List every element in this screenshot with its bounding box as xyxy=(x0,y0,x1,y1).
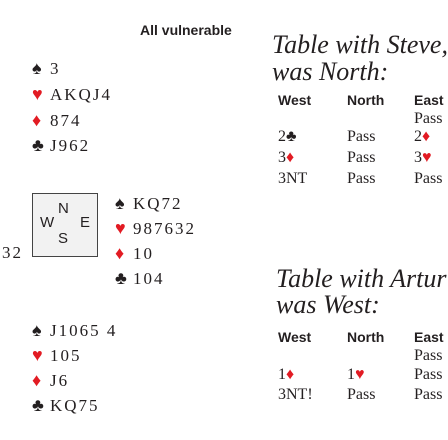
east-hearts: ♥987632 xyxy=(115,218,196,238)
compass-box: N W E S xyxy=(32,193,98,257)
spade-icon: ♠ xyxy=(32,320,42,340)
diamond-icon: ♦ xyxy=(422,128,431,145)
club-icon: ♣ xyxy=(286,128,297,145)
table-2-col-west: West xyxy=(278,329,312,345)
table-1-row3-east: Pass xyxy=(414,170,443,187)
table-2-heading-line2: was West: xyxy=(276,290,380,319)
table-1-row2-west: 3♦ xyxy=(278,149,295,166)
west-partial-hand: 32 xyxy=(2,243,23,262)
club-icon: ♣ xyxy=(115,268,127,288)
table-2-col-east: East xyxy=(414,329,444,345)
compass-east: E xyxy=(80,214,91,231)
compass-north: N xyxy=(58,200,69,217)
table-2-row1-north: 1♥ xyxy=(347,366,365,383)
table-1-row2-east: 3♥ xyxy=(414,149,432,166)
table-2-row2-north: Pass xyxy=(347,386,376,403)
table-1-row1-east: 2♦ xyxy=(414,128,431,145)
diamond-icon: ♦ xyxy=(32,110,42,130)
heart-icon: ♥ xyxy=(422,149,432,166)
table-2-row0-east: Pass xyxy=(414,347,443,364)
diamond-icon: ♦ xyxy=(286,149,295,166)
table-2-row1-west: 1♦ xyxy=(278,366,295,383)
table-1-col-east: East xyxy=(414,92,444,108)
south-spades: ♠J1065 4 xyxy=(32,320,118,340)
table-1-row3-north: Pass xyxy=(347,170,376,187)
south-clubs: ♣KQ75 xyxy=(32,395,100,415)
north-diamonds: ♦874 xyxy=(32,110,82,130)
table-1-heading-line1: Table with Steve, xyxy=(272,30,448,59)
heart-icon: ♥ xyxy=(32,345,43,365)
east-diamonds: ♦10 xyxy=(115,243,154,263)
table-2-row2-east: Pass xyxy=(414,386,443,403)
diamond-icon: ♦ xyxy=(115,243,125,263)
heart-icon: ♥ xyxy=(32,84,43,104)
club-icon: ♣ xyxy=(32,395,44,415)
spade-icon: ♠ xyxy=(32,58,42,78)
south-hearts: ♥105 xyxy=(32,345,82,365)
table-1-row1-west: 2♣ xyxy=(278,128,297,145)
table-1-row3-west: 3NT xyxy=(278,170,308,187)
north-clubs: ♣J962 xyxy=(32,135,91,155)
table-2-col-north: North xyxy=(347,329,385,345)
compass-south: S xyxy=(58,230,69,247)
north-spades: ♠3 xyxy=(32,58,61,78)
heart-icon: ♥ xyxy=(115,218,126,238)
north-hearts: ♥AKQJ4 xyxy=(32,84,112,104)
table-1-col-west: West xyxy=(278,92,312,108)
table-1-row1-north: Pass xyxy=(347,128,376,145)
diamond-icon: ♦ xyxy=(286,366,295,383)
table-2-heading-line1: Table with Artur xyxy=(276,264,447,293)
east-spades: ♠KQ72 xyxy=(115,193,183,213)
table-1-row0-east: Pass xyxy=(414,110,443,127)
compass-west: W xyxy=(40,214,55,231)
table-1-heading-line2: was North: xyxy=(272,57,389,86)
table-1-col-north: North xyxy=(347,92,385,108)
heart-icon: ♥ xyxy=(355,366,365,383)
diamond-icon: ♦ xyxy=(32,370,42,390)
south-diamonds: ♦J6 xyxy=(32,370,70,390)
vulnerability-label: All vulnerable xyxy=(140,22,232,38)
table-2-row2-west: 3NT! xyxy=(278,386,313,403)
east-clubs: ♣104 xyxy=(115,268,165,288)
club-icon: ♣ xyxy=(32,135,44,155)
table-1-row2-north: Pass xyxy=(347,149,376,166)
table-2-row1-east: Pass xyxy=(414,366,443,383)
spade-icon: ♠ xyxy=(115,193,125,213)
